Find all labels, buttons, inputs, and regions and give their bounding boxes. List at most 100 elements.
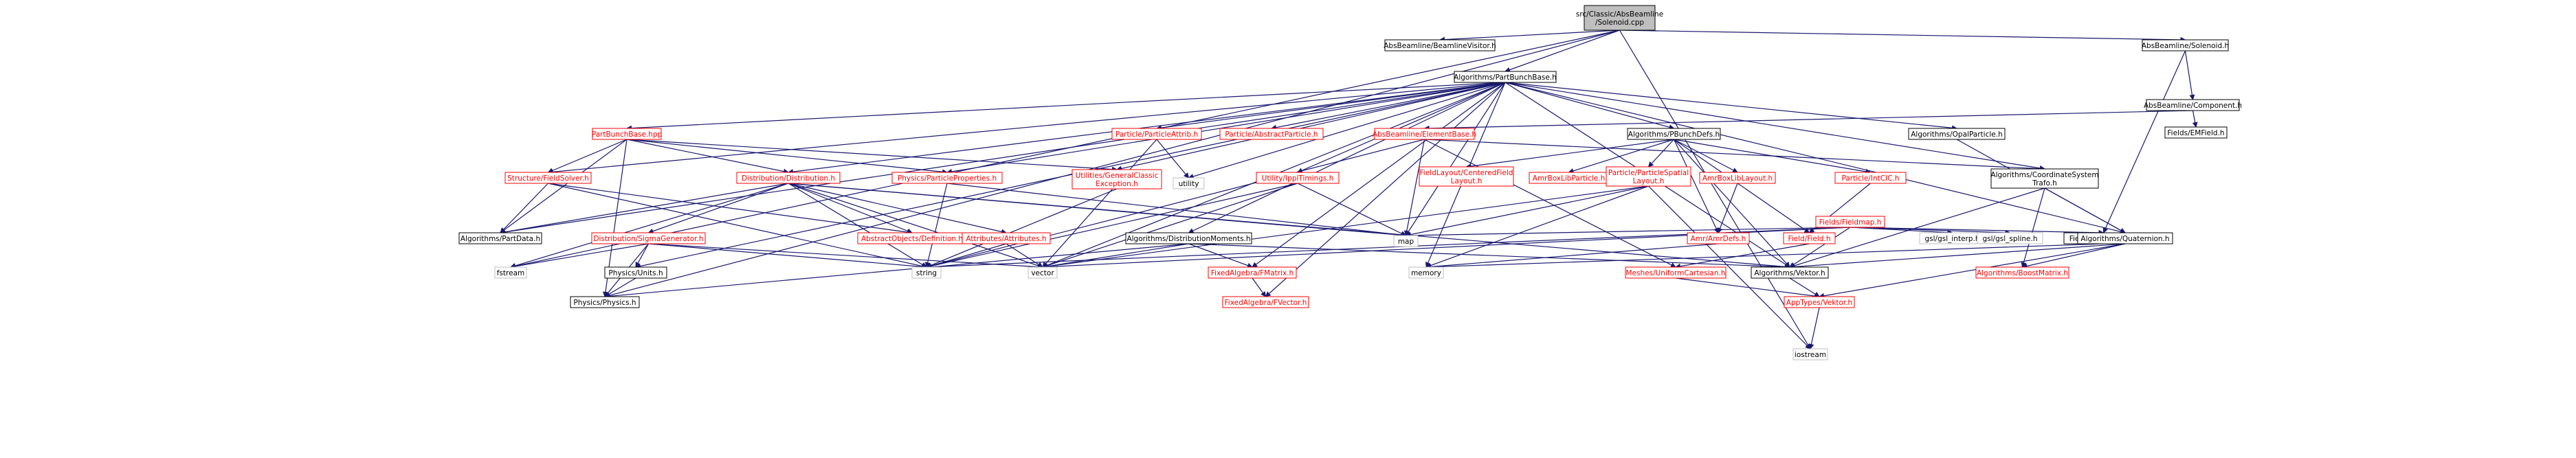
node-quaternion[interactable]: Algorithms/Quaternion.h	[2077, 232, 2173, 244]
node-meshes_uniformcartesian[interactable]: Meshes/UniformCartesian.h	[1625, 266, 1726, 279]
node-distributionmoments[interactable]: Algorithms/DistributionMoments.h	[1125, 232, 1252, 244]
node-field_field[interactable]: Field/Field.h	[1783, 232, 1836, 244]
edge-ippltimings-to-string	[926, 183, 1298, 269]
edge-partbunchbase-to-fmatrix	[1252, 82, 1506, 268]
dependency-edge	[626, 82, 1506, 131]
dependency-edge	[1252, 82, 1506, 268]
node-amrboxlibparticle[interactable]: AmrBoxLibParticle.h	[1529, 172, 1609, 184]
node-algorithms_partdata[interactable]: Algorithms/PartData.h	[458, 232, 542, 244]
node-abstractobjects_definition[interactable]: AbstractObjects/Definition.h	[857, 232, 967, 244]
node-fmatrix[interactable]: FixedAlgebra/FMatrix.h	[1208, 266, 1297, 279]
edge-coordsystemtrafo-to-boostmatrix	[2021, 187, 2045, 268]
node-amrboxliblayout[interactable]: AmrBoxLibLayout.h	[1699, 172, 1776, 184]
node-absbeamline_component[interactable]: AbsBeamline/Component.h	[2144, 99, 2242, 111]
node-label: iostream	[1795, 351, 1826, 359]
dependency-edges	[500, 30, 2198, 350]
node-pbunchdefs[interactable]: Algorithms/PBunchDefs.h	[1627, 128, 1721, 140]
edge-vektor-to-apptypes_vektor	[1789, 277, 1820, 297]
edge-generalclassicexception-to-string	[926, 188, 1118, 268]
node-box	[911, 266, 942, 279]
dependency-edge	[1504, 82, 1675, 130]
node-fields_fieldmap[interactable]: Fields/Fieldmap.h	[1815, 216, 1885, 228]
edge-distribution-to-abstractobjects_definition	[788, 183, 913, 234]
node-physics_physics[interactable]: Physics/Physics.h	[570, 296, 640, 308]
edge-partbunchbase-to-pbunchdefs	[1504, 82, 1675, 130]
node-vektor[interactable]: Algorithms/Vektor.h	[1751, 266, 1829, 279]
node-gsl_spline: gsl/gsl_spline.h	[1977, 232, 2043, 244]
edge-structure_fieldsolver-to-string	[548, 183, 927, 269]
node-absbeamline_solenoid[interactable]: AbsBeamline/Solenoid.h	[2142, 39, 2229, 51]
node-label: Distribution/SigmaGenerator.h	[593, 235, 703, 243]
edge-absbeamline_component-to-elementbase	[1423, 110, 2193, 131]
edge-sigmagenerator-to-fstream	[510, 243, 649, 269]
edge-elementbase-to-meshes_uniformcartesian	[1424, 139, 1676, 268]
node-boostmatrix[interactable]: Algorithms/BoostMatrix.h	[1975, 266, 2069, 279]
node-label: Particle/ParticleSpatial	[1608, 169, 1689, 177]
node-partbunchbase_hpp[interactable]: PartBunchBase.hpp	[592, 128, 663, 140]
node-label: string	[916, 269, 937, 277]
dependency-edge	[1850, 227, 2105, 236]
node-fields_emfield[interactable]: Fields/EMField.h	[2164, 126, 2228, 139]
node-physics_particleproperties[interactable]: Physics/ParticleProperties.h	[891, 172, 1003, 184]
node-beamlinevisitor[interactable]: AbsBeamline/BeamlineVisitor.h	[1384, 39, 1496, 51]
dependency-edge	[1424, 139, 2045, 172]
node-intcic[interactable]: Particle/IntCIC.h	[1834, 172, 1907, 184]
edge-coordsystemtrafo-to-vektor	[1789, 187, 2045, 268]
node-attributes[interactable]: Attributes/Attributes.h	[962, 232, 1051, 244]
node-sigmagenerator[interactable]: Distribution/SigmaGenerator.h	[591, 232, 706, 244]
dependency-edge	[635, 243, 649, 268]
node-box	[1072, 169, 1162, 190]
node-box	[604, 266, 667, 279]
edge-partbunchbase-to-physics_particleproperties	[946, 82, 1506, 174]
dependency-edge	[510, 243, 649, 269]
node-ippltimings[interactable]: Utility/IpplTimings.h	[1256, 172, 1340, 184]
edge-partbunchbase_hpp-to-algorithms_partdata	[500, 139, 628, 233]
node-amrdefs[interactable]: Amr/AmrDefs.h	[1687, 232, 1750, 244]
dependency-edge	[510, 183, 789, 268]
edge-particlespatiallayout-to-memory	[1425, 185, 1649, 268]
edge-particle_attrib-to-vector	[1042, 139, 1157, 268]
edge-elementbase-to-map	[1403, 139, 1425, 236]
edge-ippltimings-to-vector	[1042, 183, 1298, 268]
dependency-edge	[604, 277, 636, 297]
edge-pbunchdefs-to-amrboxlibparticle	[1568, 139, 1674, 174]
node-box	[592, 128, 662, 140]
edge-particlespatiallayout-to-vector	[1042, 185, 1649, 270]
node-box	[1699, 172, 1776, 184]
node-opalparticle[interactable]: Algorithms/OpalParticle.h	[1908, 128, 2006, 140]
node-partbunchbase[interactable]: Algorithms/PartBunchBase.h	[1454, 71, 1557, 83]
node-apptypes_vektor[interactable]: AppTypes/Vektor.h	[1784, 296, 1855, 308]
dependency-edge	[604, 30, 1620, 299]
node-structure_fieldsolver[interactable]: Structure/FieldSolver.h	[504, 172, 592, 184]
node-box	[1792, 348, 1828, 360]
edge-distributionmoments-to-physics_physics	[604, 243, 1189, 299]
dependency-edge	[946, 183, 1407, 238]
node-particle_abstract[interactable]: Particle/AbstractParticle.h	[1219, 128, 1324, 140]
edge-fields_fieldmap-to-fields_definitions	[1850, 227, 2105, 236]
node-box	[591, 232, 706, 244]
node-label: Algorithms/DistributionMoments.h	[1126, 235, 1250, 243]
node-physics_units[interactable]: Physics/Units.h	[604, 266, 667, 279]
node-box	[458, 232, 542, 244]
node-box	[1173, 177, 1205, 190]
node-fvector[interactable]: FixedAlgebra/FVector.h	[1222, 296, 1309, 308]
dependency-edge	[1674, 139, 1810, 233]
dependency-edge	[1297, 183, 1407, 236]
dependency-edge	[500, 183, 789, 235]
node-label: Algorithms/Vektor.h	[1754, 269, 1825, 277]
dependency-edge	[1675, 277, 1820, 299]
node-memory: memory	[1408, 266, 1444, 279]
node-label: Structure/FieldSolver.h	[507, 174, 589, 183]
node-elementbase[interactable]: AbsBeamline/ElementBase.h	[1373, 128, 1476, 140]
node-distribution[interactable]: Distribution/Distribution.h	[736, 172, 841, 184]
edge-partbunchbase-to-ippltimings	[1297, 82, 1506, 173]
node-box	[1028, 266, 1058, 279]
node-label: utility	[1179, 180, 1199, 188]
node-particle_attrib[interactable]: Particle/ParticleAttrib.h	[1111, 128, 1202, 140]
edge-amrdefs-to-memory	[1425, 243, 1719, 270]
dependency-edge	[1789, 227, 1851, 268]
